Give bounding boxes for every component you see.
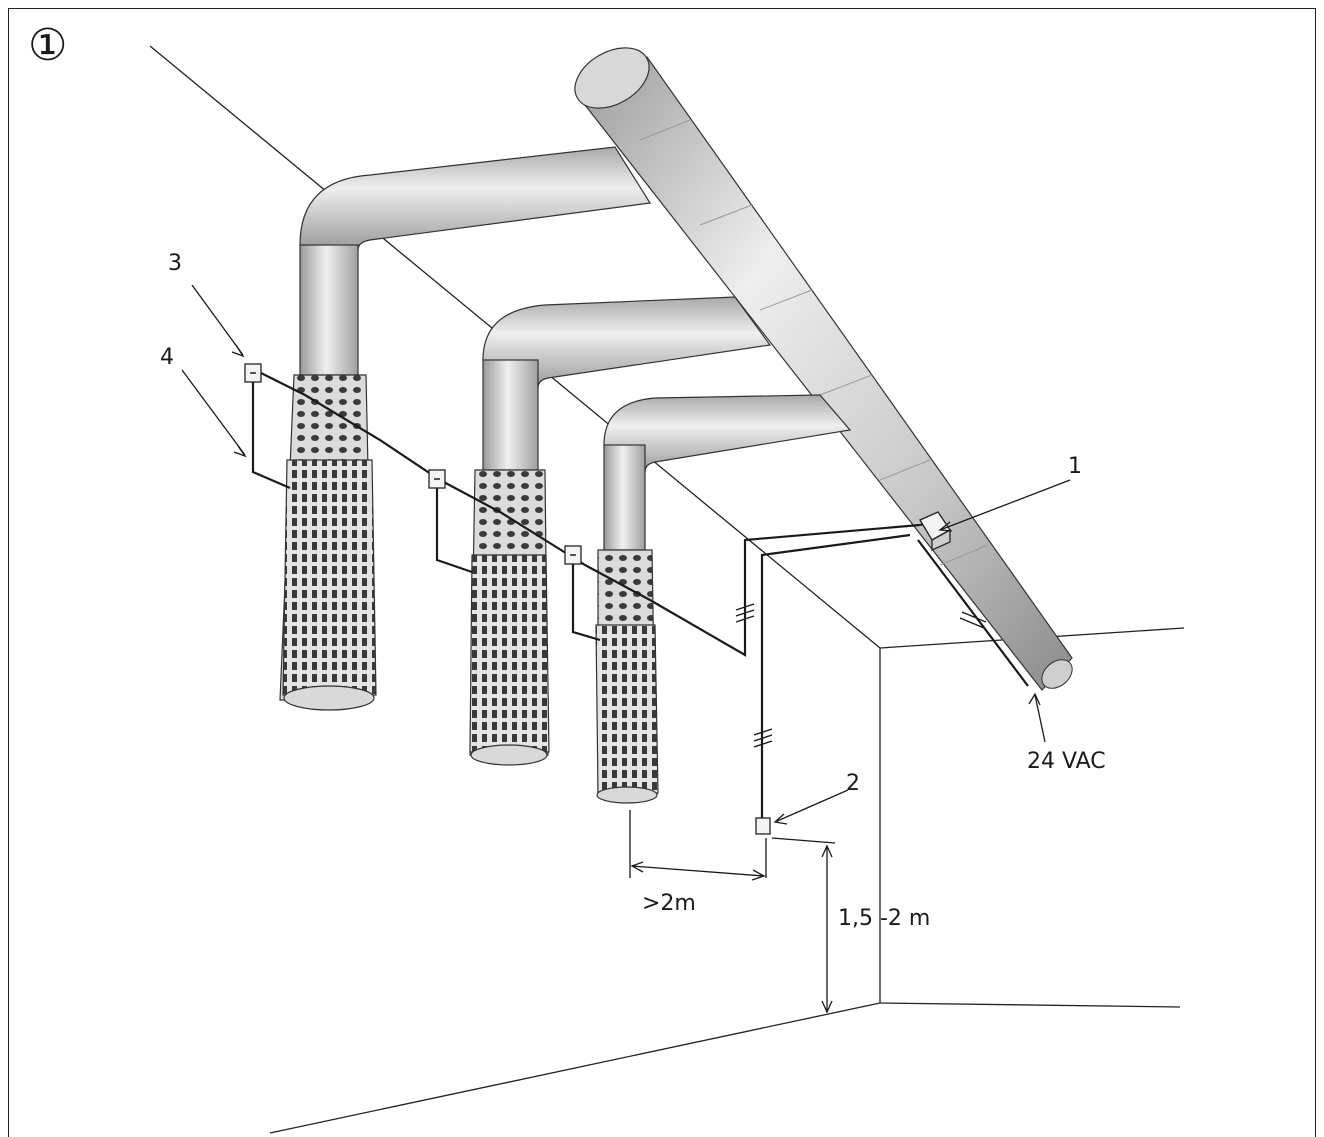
- callout-2: 2: [846, 771, 860, 796]
- room-lines: [149, 45, 1185, 1134]
- leader-lines: [181, 284, 1071, 825]
- figure-number: ①: [28, 20, 67, 71]
- callout-3: 3: [168, 251, 182, 276]
- cable-tick-marks: [735, 603, 987, 748]
- figure-frame: [8, 8, 1316, 1137]
- heater-switch-1: [244, 363, 262, 383]
- branch-duct-3: [595, 394, 852, 804]
- branch-duct-1: [279, 146, 652, 711]
- branch-duct-2: [469, 296, 772, 766]
- callout-1: 1: [1068, 454, 1082, 479]
- room-sensor: [755, 817, 771, 835]
- supply-voltage-label: 24 VAC: [1027, 749, 1106, 774]
- heater-switch-2: [428, 469, 446, 489]
- controller-box: [919, 511, 951, 552]
- heater-switch-3: [564, 545, 582, 565]
- callout-4: 4: [160, 345, 174, 370]
- dimension-lines: [629, 810, 836, 1014]
- horizontal-dimension-label: >2m: [642, 891, 696, 916]
- vertical-dimension-label: 1,5 -2 m: [838, 906, 930, 931]
